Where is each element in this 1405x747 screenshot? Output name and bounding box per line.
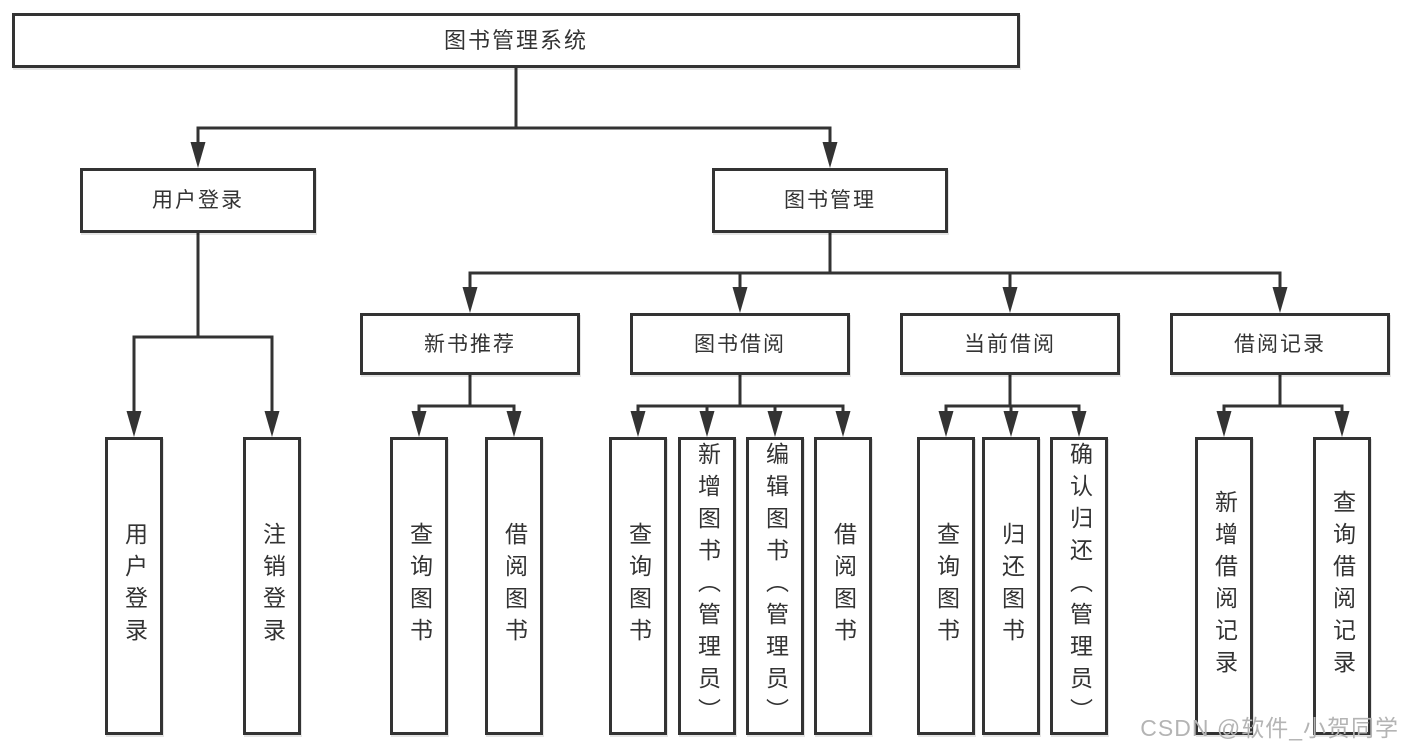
node-leaf-add-book-admin: 新增图书（管理员）	[678, 437, 736, 735]
connector-records-branch	[1222, 373, 1344, 418]
watermark: CSDN @软件_小贺同学	[1140, 715, 1399, 741]
connector-root-to-level2	[196, 66, 832, 148]
node-leaf-query-books-borrow-label: 查询图书	[625, 522, 652, 650]
node-leaf-borrow-books-recommend-label: 借阅图书	[501, 522, 528, 650]
node-leaf-confirm-return-admin-label: 确认归还（管理员）	[1066, 442, 1093, 730]
arrow-down-icon	[835, 411, 851, 437]
node-leaf-return-book-label: 归还图书	[998, 522, 1025, 650]
node-leaf-logout: 注销登录	[243, 437, 301, 735]
node-new-book-recommend: 新书推荐	[360, 313, 580, 375]
arrow-down-icon	[1003, 411, 1019, 437]
arrow-down-icon	[190, 142, 206, 168]
node-leaf-edit-book-admin: 编辑图书（管理员）	[746, 437, 804, 735]
node-leaf-query-books-recommend-label: 查询图书	[406, 522, 433, 650]
connector-recommend-branch	[417, 373, 516, 418]
node-leaf-add-borrow-record-label: 新增借阅记录	[1211, 490, 1238, 682]
node-root: 图书管理系统	[12, 13, 1020, 68]
arrow-down-icon	[1216, 411, 1232, 437]
node-root-label: 图书管理系统	[443, 27, 588, 53]
arrow-down-icon	[938, 411, 954, 437]
node-borrow-records-label: 借阅记录	[1234, 332, 1326, 356]
node-leaf-query-books-recommend: 查询图书	[390, 437, 448, 735]
arrow-down-icon	[411, 411, 427, 437]
node-user-login-label: 用户登录	[152, 189, 244, 212]
node-leaf-query-books-current: 查询图书	[917, 437, 975, 735]
connector-current-branch	[944, 373, 1081, 418]
arrow-down-icon	[1002, 287, 1018, 313]
arrow-down-icon	[732, 287, 748, 313]
arrow-down-icon	[630, 411, 646, 437]
arrow-down-icon	[264, 411, 280, 437]
node-current-borrow-label: 当前借阅	[964, 332, 1056, 356]
arrow-down-icon	[126, 411, 142, 437]
node-leaf-confirm-return-admin: 确认归还（管理员）	[1050, 437, 1108, 735]
node-leaf-user-login-label: 用户登录	[121, 522, 148, 650]
arrow-down-icon	[822, 142, 838, 168]
node-user-login: 用户登录	[80, 168, 316, 233]
arrow-down-icon	[506, 411, 522, 437]
arrow-down-icon	[1071, 411, 1087, 437]
node-leaf-query-borrow-record-label: 查询借阅记录	[1329, 490, 1356, 682]
node-book-borrow: 图书借阅	[630, 313, 850, 375]
node-leaf-return-book: 归还图书	[982, 437, 1040, 735]
node-new-book-recommend-label: 新书推荐	[424, 332, 516, 356]
connector-user-login-branch	[132, 231, 274, 418]
node-leaf-borrow-books-recommend: 借阅图书	[485, 437, 543, 735]
arrow-down-icon	[1272, 287, 1288, 313]
arrow-down-icon	[767, 411, 783, 437]
arrow-down-icon	[699, 411, 715, 437]
node-book-management: 图书管理	[712, 168, 948, 233]
node-leaf-add-borrow-record: 新增借阅记录	[1195, 437, 1253, 735]
node-leaf-borrow-books-label: 借阅图书	[830, 522, 857, 650]
node-leaf-add-book-admin-label: 新增图书（管理员）	[694, 442, 721, 730]
node-book-management-label: 图书管理	[784, 189, 876, 212]
node-leaf-edit-book-admin-label: 编辑图书（管理员）	[762, 442, 789, 730]
node-leaf-query-books-current-label: 查询图书	[933, 522, 960, 650]
node-leaf-logout-label: 注销登录	[259, 522, 286, 650]
arrowheads	[126, 142, 1350, 437]
node-leaf-query-borrow-record: 查询借阅记录	[1313, 437, 1371, 735]
node-leaf-user-login: 用户登录	[105, 437, 163, 735]
arrow-down-icon	[462, 287, 478, 313]
node-borrow-records: 借阅记录	[1170, 313, 1390, 375]
connector-book-management-branch	[468, 231, 1282, 294]
arrow-down-icon	[1334, 411, 1350, 437]
node-leaf-query-books-borrow: 查询图书	[609, 437, 667, 735]
node-book-borrow-label: 图书借阅	[694, 332, 786, 356]
connector-borrow-branch	[636, 373, 845, 418]
node-current-borrow: 当前借阅	[900, 313, 1120, 375]
node-leaf-borrow-books: 借阅图书	[814, 437, 872, 735]
